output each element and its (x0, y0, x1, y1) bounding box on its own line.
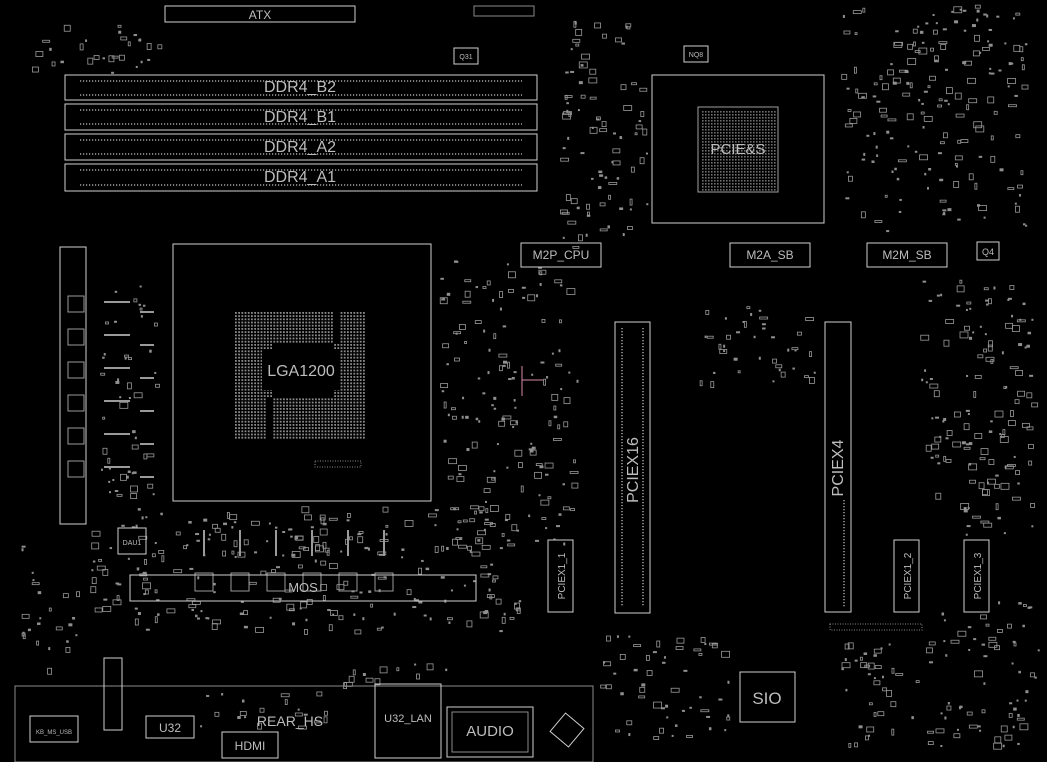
kb-ms-usb-port[interactable]: KB_MS_USB (29, 715, 79, 743)
pciex4-label: PCIEX4 (830, 439, 847, 496)
sio-label: SIO (752, 689, 781, 708)
m2a-sb-label: M2A_SB (746, 248, 793, 262)
vrm-heatsink-left (59, 246, 87, 525)
rear-hs-label: REAR_HS (257, 713, 323, 729)
pch-chip[interactable]: PCIE&S (651, 74, 825, 224)
cmos-header (103, 657, 123, 731)
m2p-cpu-label: M2P_CPU (533, 248, 590, 262)
u32-lan-label: U32_LAN (384, 713, 432, 725)
m2-connector-a[interactable]: M2A_SB (729, 242, 811, 268)
ddr4-a2-label: DDR4_A2 (264, 139, 336, 156)
mosfet-row[interactable]: MOS (129, 574, 477, 602)
cpu-socket-label: LGA1200 (267, 363, 335, 380)
q31-transistor[interactable]: Q31 (453, 47, 479, 65)
component-pad-layer (21, 4, 1040, 750)
ddr4-slot-b1[interactable]: DDR4_B1 (64, 103, 538, 131)
atx-power-connector[interactable]: ATX (164, 5, 356, 23)
ddr4-b1-label: DDR4_B1 (264, 109, 336, 126)
u32-lan-port[interactable]: U32_LAN (374, 683, 442, 759)
mos-label: MOS (288, 580, 318, 595)
pcie-x16-slot[interactable]: PCIEX16 (614, 321, 651, 614)
ddr4-slot-a1[interactable]: DDR4_A1 (64, 163, 538, 192)
hdmi-port[interactable]: HDMI (221, 731, 279, 759)
pcie-x1-slot-2[interactable]: PCIEX1_2 (893, 539, 920, 613)
pcie-x4-slot[interactable]: PCIEX4 (824, 321, 852, 613)
audio-label: AUDIO (466, 723, 514, 740)
nq8-label: NQ8 (689, 52, 704, 59)
bottom-header (829, 623, 923, 631)
u32-port[interactable]: U32 (145, 715, 195, 739)
audio-jack[interactable]: AUDIO (446, 706, 534, 758)
q31-label: Q31 (459, 54, 472, 61)
cpu-socket-pad-array (235, 312, 365, 439)
m2-connector-cpu[interactable]: M2P_CPU (520, 242, 602, 268)
kb-ms-usb-label: KB_MS_USB (36, 730, 72, 736)
pciex1-1-label: PCIEX1_1 (557, 552, 568, 599)
pcie-x1-slot-3[interactable]: PCIEX1_3 (963, 539, 990, 613)
pch-label: PCIE&S (710, 141, 765, 158)
atx-label: ATX (249, 8, 271, 22)
pch-ball-array (702, 111, 776, 191)
dau1-label: DAU1 (123, 540, 142, 547)
ddr4-slot-a2[interactable]: DDR4_A2 (64, 133, 538, 161)
top-header (473, 5, 535, 17)
rear-io-region (14, 685, 594, 762)
nq8-transistor[interactable]: NQ8 (683, 45, 709, 63)
pcie-x1-slot-1[interactable]: PCIEX1_1 (547, 539, 574, 613)
pciex16-label: PCIEX16 (625, 437, 642, 503)
m2-connector-m[interactable]: M2M_SB (866, 242, 948, 268)
u32-label: U32 (159, 721, 181, 735)
dau1-chip[interactable]: DAU1 (117, 527, 147, 555)
ddr4-b2-label: DDR4_B2 (264, 79, 336, 96)
q4-label: Q4 (982, 247, 994, 257)
cpu-socket[interactable]: LGA1200 (172, 243, 432, 502)
pciex1-2-label: PCIEX1_2 (903, 552, 914, 599)
crosshair-cursor (521, 366, 543, 396)
hdmi-label: HDMI (235, 739, 266, 753)
q4-transistor[interactable]: Q4 (976, 241, 1000, 261)
pciex1-3-label: PCIEX1_3 (973, 552, 984, 599)
rotated-chip (549, 712, 585, 748)
sio-chip[interactable]: SIO (739, 671, 796, 723)
m2m-sb-label: M2M_SB (882, 248, 931, 262)
ddr4-a1-label: DDR4_A1 (264, 169, 336, 186)
ddr4-slot-b2[interactable]: DDR4_B2 (64, 74, 538, 101)
